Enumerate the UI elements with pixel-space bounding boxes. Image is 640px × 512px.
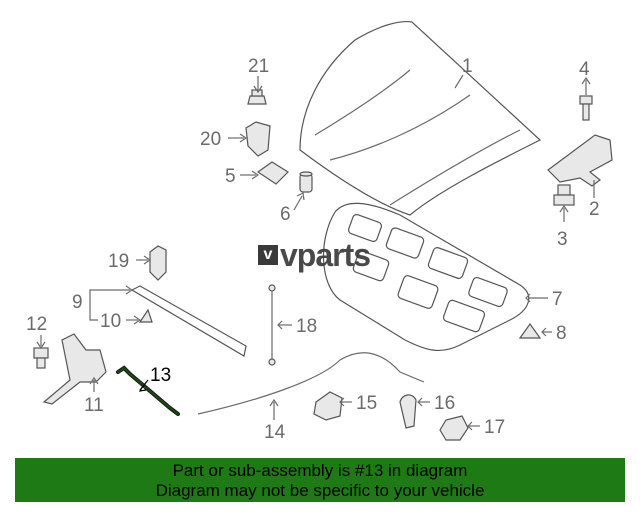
callout-2: 2: [589, 199, 600, 220]
callout-3: 3: [557, 229, 568, 250]
pad-part-5[interactable]: [240, 161, 289, 185]
callout-4: 4: [579, 59, 590, 80]
callout-8: 8: [556, 323, 567, 344]
callout-1: 1: [462, 56, 473, 77]
cap-part-21[interactable]: [247, 76, 267, 105]
bolt-part-4[interactable]: [579, 76, 593, 121]
callout-17: 17: [484, 417, 505, 438]
callout-11: 11: [84, 395, 104, 416]
stopper-part-6[interactable]: [293, 171, 313, 211]
banner-line-1: Part or sub-assembly is #13 in diagram: [172, 461, 468, 480]
parts-diagram: 1 7 4 2 3 8: [26, 20, 613, 443]
clip-part-10[interactable]: [126, 308, 153, 325]
callout-9: 9: [72, 292, 83, 313]
support-rod[interactable]: [268, 284, 292, 366]
callout-13: 13: [150, 365, 171, 386]
callout-12: 12: [26, 314, 47, 335]
info-banner: Part or sub-assembly is #13 in diagram D…: [15, 458, 625, 502]
callout-19: 19: [108, 251, 129, 272]
hood-release-handle[interactable]: [116, 365, 180, 416]
callout-14: 14: [264, 422, 286, 443]
logo-text: vparts: [280, 236, 371, 273]
nut-part-3[interactable]: [553, 184, 575, 222]
callout-21: 21: [248, 56, 269, 77]
hood-panel[interactable]: [299, 20, 542, 216]
callout-16: 16: [434, 393, 455, 414]
release-cable[interactable]: [197, 352, 425, 420]
callout-20: 20: [200, 129, 221, 150]
logo-mark-icon: v: [258, 245, 278, 265]
callout-10: 10: [100, 311, 121, 332]
actuator-part-17[interactable]: [439, 415, 480, 441]
hood-latch[interactable]: [42, 333, 107, 405]
vparts-logo: v vparts: [258, 236, 371, 273]
hood-insulator[interactable]: [322, 202, 548, 352]
callout-6: 6: [280, 204, 291, 225]
callout-7: 7: [552, 289, 563, 310]
hood-hinge[interactable]: [547, 134, 613, 198]
callout-15: 15: [356, 393, 377, 414]
weatherstrip-part-9[interactable]: [89, 285, 247, 357]
bolt-part-12[interactable]: [33, 335, 49, 369]
clip-part-20[interactable]: [228, 121, 271, 157]
bracket-part-19[interactable]: [136, 245, 167, 281]
handle-part-16[interactable]: [399, 394, 430, 429]
callout-18: 18: [296, 316, 317, 337]
callout-5: 5: [225, 166, 236, 187]
latch-part-15[interactable]: [313, 391, 352, 421]
banner-line-2: Diagram may not be specific to your vehi…: [155, 481, 485, 500]
bumper-part-8[interactable]: [518, 322, 552, 339]
